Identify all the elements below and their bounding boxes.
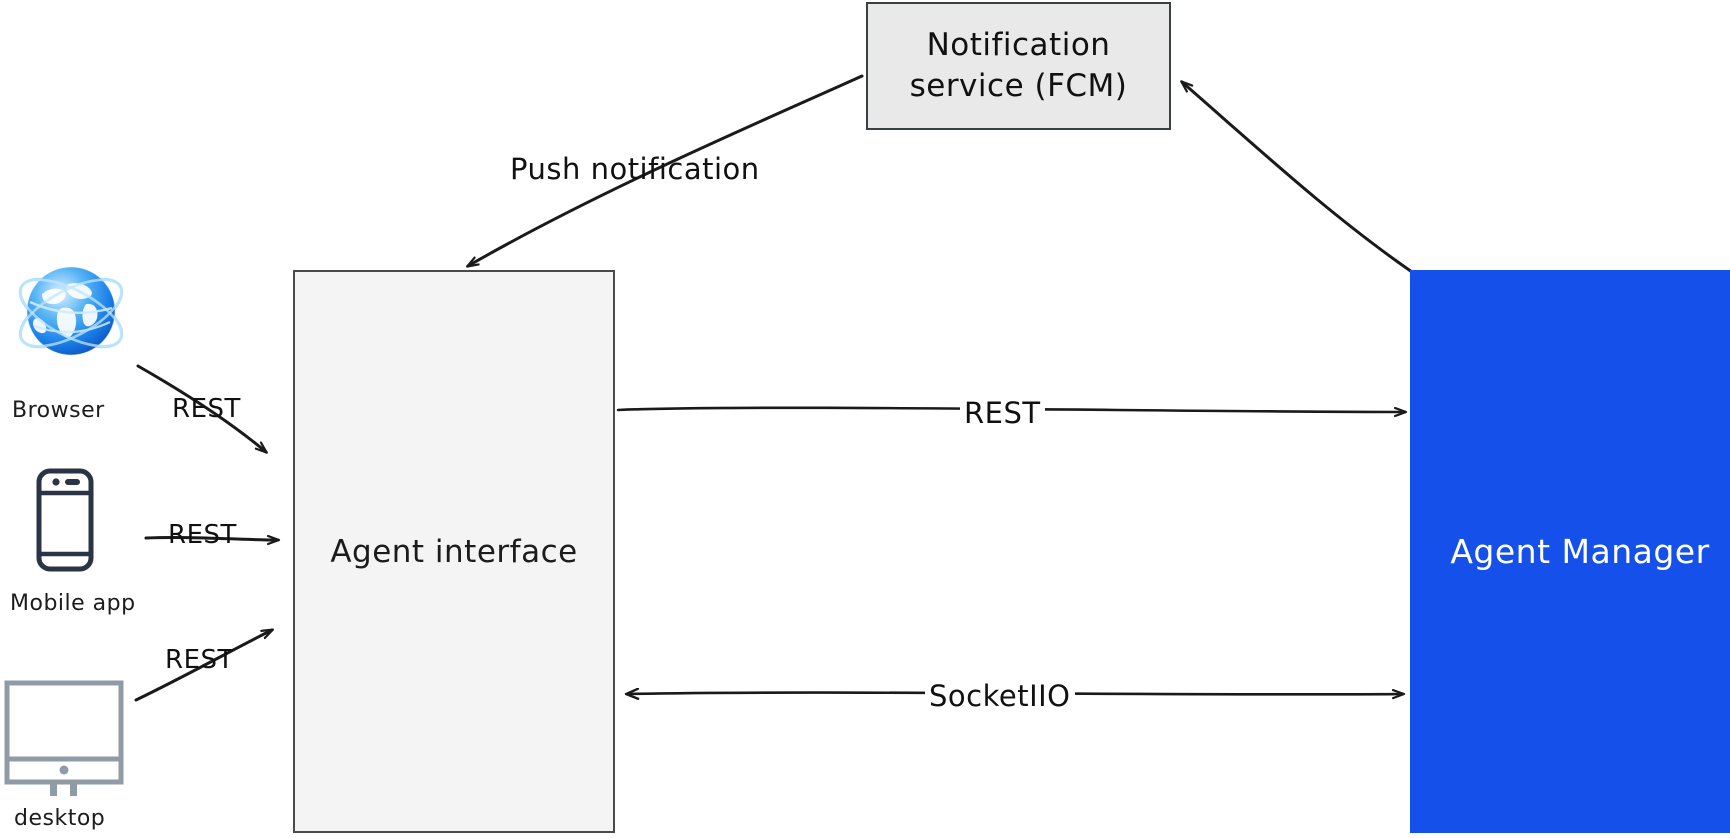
globe-browser-icon <box>12 252 130 370</box>
edge-label-rest-desktop: REST <box>165 645 234 675</box>
edge-label-rest-browser: REST <box>172 394 241 424</box>
node-notification-service[interactable]: Notification service (FCM) <box>866 2 1171 130</box>
notification-service-line2: service (FCM) <box>909 68 1128 104</box>
mobile-phone-icon <box>36 468 94 572</box>
notification-service-line1: Notification <box>926 27 1111 64</box>
edge-label-socketio: SocketIIO <box>925 679 1075 713</box>
caption-browser: Browser <box>12 398 105 423</box>
edge-manager-to-notification <box>1182 82 1414 274</box>
agent-manager-label: Agent Manager <box>1450 532 1710 571</box>
desktop-monitor-icon <box>4 680 126 798</box>
edge-label-rest-mobile: REST <box>168 520 237 550</box>
notification-service-label: Notification service (FCM) <box>902 25 1136 107</box>
caption-mobile-app: Mobile app <box>10 591 136 616</box>
edge-label-push-notification: Push notification <box>510 152 760 186</box>
edge-label-rest-interface-manager: REST <box>960 396 1045 430</box>
agent-interface-label: Agent interface <box>330 533 578 570</box>
node-agent-manager[interactable]: Agent Manager <box>1410 270 1730 833</box>
node-agent-interface[interactable]: Agent interface <box>293 270 615 833</box>
caption-desktop: desktop <box>14 806 106 831</box>
